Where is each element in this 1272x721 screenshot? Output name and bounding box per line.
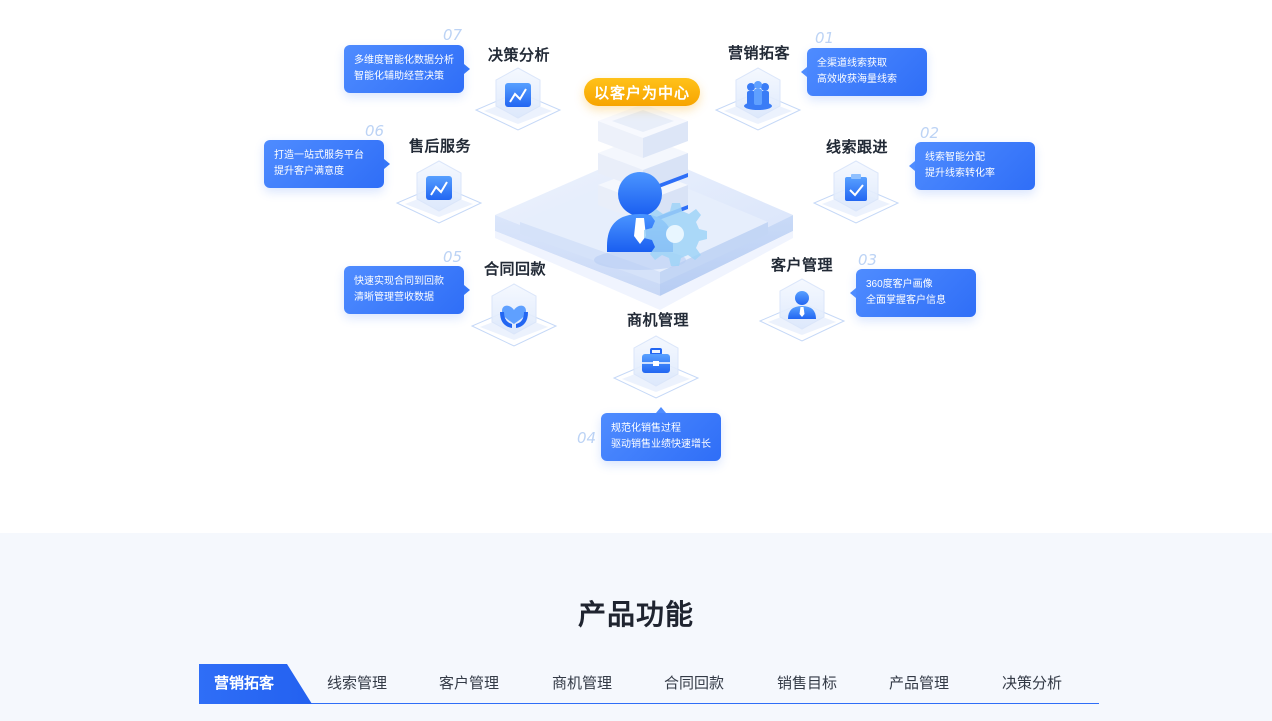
module-number: 02 [920, 124, 940, 142]
bubble-line: 打造一站式服务平台 [274, 150, 364, 161]
module-bubble-aftersales: 打造一站式服务平台 提升客户满意度 [264, 140, 390, 188]
bubble-line: 全面掌握客户信息 [866, 295, 946, 306]
module-title-customer: 客户管理 [771, 257, 834, 274]
module-decision-icon [474, 67, 562, 131]
tab-customer[interactable]: 客户管理 [438, 675, 499, 692]
center-label-badge: 以客户为中心 [584, 78, 700, 106]
module-title-opportunity: 商机管理 [627, 312, 690, 329]
module-title-leads: 线索跟进 [826, 139, 889, 156]
gear-icon [644, 203, 707, 266]
bubble-line: 高效收获海量线索 [817, 74, 897, 85]
module-leads-icon [812, 160, 900, 224]
module-bubble-marketing: 全渠道线索获取 高效收获海量线索 [801, 48, 927, 96]
module-number: 05 [443, 248, 463, 266]
module-number: 07 [443, 26, 463, 44]
tab-decision[interactable]: 决策分析 [1001, 675, 1062, 692]
module-bubble-opportunity: 规范化销售过程 驱动销售业绩快速增长 [601, 407, 721, 461]
tab-marketing[interactable]: 营销拓客 [213, 675, 274, 692]
bubble-line: 多维度智能化数据分析 [354, 55, 454, 66]
module-title-aftersales: 售后服务 [409, 138, 472, 155]
module-bubble-contract: 快速实现合同到回款 清晰管理营收数据 [344, 266, 470, 314]
bubble-line: 清晰管理营收数据 [354, 292, 434, 303]
module-opportunity-icon [612, 335, 700, 399]
module-title-contract: 合同回款 [484, 261, 547, 278]
bubble-line: 全渠道线索获取 [817, 58, 887, 69]
tab-products[interactable]: 产品管理 [888, 675, 949, 692]
tab-sales-target[interactable]: 销售目标 [776, 675, 837, 692]
module-contract-icon [470, 283, 558, 347]
bubble-line: 规范化销售过程 [611, 423, 681, 434]
feature-tabs: 营销拓客 线索管理 客户管理 商机管理 合同回款 销售目标 产品管理 决策分析 [199, 664, 1099, 704]
module-number: 04 [577, 429, 597, 447]
bubble-line: 快速实现合同到回款 [354, 276, 444, 287]
module-number: 03 [858, 251, 878, 269]
bubble-line: 提升线索转化率 [925, 168, 995, 179]
tab-contract[interactable]: 合同回款 [663, 675, 724, 692]
module-bubble-decision: 多维度智能化数据分析 智能化辅助经营决策 [344, 45, 470, 93]
module-title-decision: 决策分析 [488, 47, 551, 64]
bubble-line: 360度客户画像 [866, 279, 933, 290]
tab-opportunity[interactable]: 商机管理 [551, 675, 612, 692]
module-marketing-icon [714, 67, 802, 131]
hero-illustration [395, 67, 900, 399]
module-title-marketing: 营销拓客 [728, 45, 791, 62]
bubble-line: 智能化辅助经营决策 [354, 71, 444, 82]
module-number: 06 [365, 122, 385, 140]
bubble-line: 线索智能分配 [925, 152, 985, 163]
tab-leads[interactable]: 线索管理 [326, 675, 387, 692]
hero-section: 以客户为中心 07 决策分析 多维度智能化数据分析 智能化辅助经营决策 01 营… [264, 26, 1035, 461]
active-tab-background [199, 664, 312, 704]
module-aftersales-icon [395, 160, 483, 224]
bubble-line: 提升客户满意度 [274, 166, 344, 177]
module-bubble-leads: 线索智能分配 提升线索转化率 [909, 142, 1035, 190]
product-features-section: 产品功能 营销拓客 线索管理 客户管理 商机管理 合同回款 销售目标 产品管理 … [0, 533, 1272, 721]
module-bubble-customer: 360度客户画像 全面掌握客户信息 [850, 269, 976, 317]
module-number: 01 [815, 29, 835, 47]
section-title: 产品功能 [577, 599, 694, 630]
bubble-line: 驱动销售业绩快速增长 [611, 439, 711, 450]
module-customer-icon [758, 278, 846, 342]
